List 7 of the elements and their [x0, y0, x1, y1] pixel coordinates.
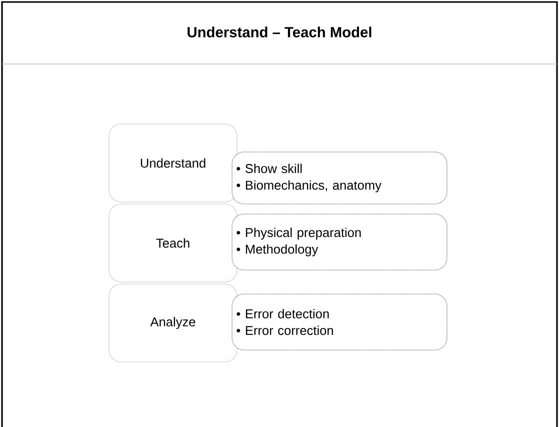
bullet-box: • Error detection • Error correction [232, 294, 448, 350]
label-box: Analyze [108, 284, 238, 362]
bullet-box: • Physical preparation • Methodology [232, 214, 448, 270]
label-box: Understand [108, 124, 238, 202]
bullet-box: • Show skill • Biomechanics, anatomy [232, 152, 448, 204]
title: Understand – Teach Model [188, 26, 372, 38]
label-box: Teach [108, 204, 238, 282]
